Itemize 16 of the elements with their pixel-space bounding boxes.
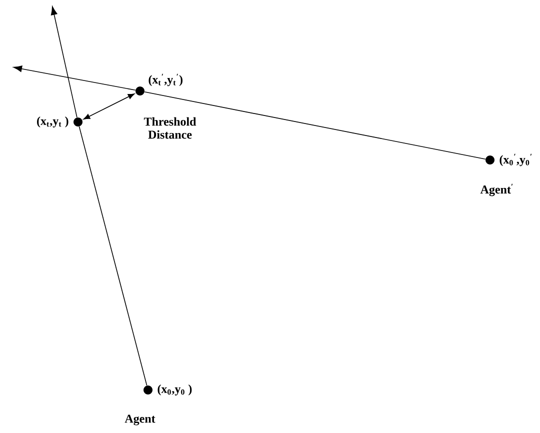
trajectory-arrow <box>50 6 78 118</box>
trajectory-arrow <box>13 66 136 91</box>
dot <box>74 118 82 126</box>
distance-arrow <box>83 93 135 120</box>
coordinate-label: (x$_{t}$,y$_{t}$ ) <box>37 116 68 128</box>
edge-label: Threshold Distance <box>139 116 201 140</box>
trajectory-line <box>144 92 486 160</box>
dot <box>486 156 494 164</box>
coordinate-label: (x$_{0}$,y$_{0}$ ) <box>158 384 192 396</box>
dot <box>144 385 152 394</box>
agent-label: Agent <box>124 414 156 426</box>
coordinate-label: (x$_{0}$$^{′}$,y$_{0}$′ <box>500 154 532 166</box>
agent-label: Agent$^{′}$ <box>480 184 513 196</box>
coordinate-label: (x$_{t}$$^{′}$,y$_{t}$$^{′}$) <box>148 74 182 86</box>
trajectory-line <box>78 126 148 386</box>
dot <box>136 86 144 96</box>
